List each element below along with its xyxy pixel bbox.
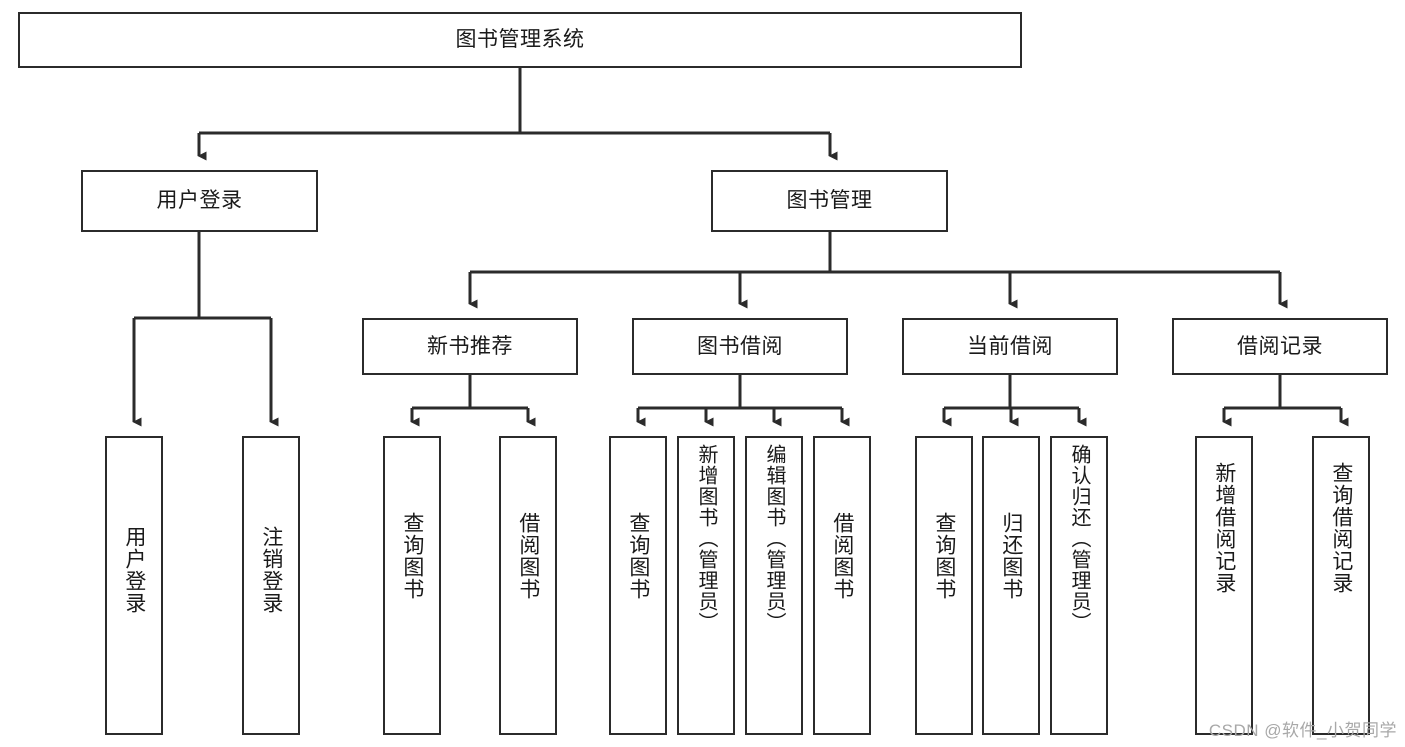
leaf-user-login-logout[interactable]: 注销登录 xyxy=(242,436,300,735)
node-label: 借阅记录 xyxy=(1237,334,1323,358)
node-label: 查询图书 xyxy=(400,512,424,600)
leaf-current-borrow-return[interactable]: 归还图书 xyxy=(982,436,1040,735)
node-book-management[interactable]: 图书管理 xyxy=(711,170,948,232)
node-current-borrow[interactable]: 当前借阅 xyxy=(902,318,1118,375)
node-label: 图书管理系统 xyxy=(455,28,585,52)
node-label: 用户登录 xyxy=(156,189,243,213)
node-label: 新增借阅记录 xyxy=(1212,462,1236,594)
leaf-book-borrow-query[interactable]: 查询图书 xyxy=(609,436,667,735)
node-label: 用户登录 xyxy=(122,526,146,614)
leaf-book-borrow-borrow[interactable]: 借阅图书 xyxy=(813,436,871,735)
leaf-current-borrow-query[interactable]: 查询图书 xyxy=(915,436,973,735)
node-label: 编辑图书（管理员） xyxy=(763,444,785,633)
node-label: 借阅图书 xyxy=(516,512,540,600)
node-book-borrow[interactable]: 图书借阅 xyxy=(632,318,848,375)
node-label: 当前借阅 xyxy=(967,334,1053,358)
node-label: 新书推荐 xyxy=(427,334,513,358)
leaf-current-borrow-confirm[interactable]: 确认归还（管理员） xyxy=(1050,436,1108,735)
leaf-user-login-login[interactable]: 用户登录 xyxy=(105,436,163,735)
node-label: 注销登录 xyxy=(259,526,283,614)
node-label: 确认归还（管理员） xyxy=(1068,444,1090,633)
node-label: 查询借阅记录 xyxy=(1329,462,1353,594)
leaf-new-book-query[interactable]: 查询图书 xyxy=(383,436,441,735)
node-new-book-recommend[interactable]: 新书推荐 xyxy=(362,318,578,375)
leaf-borrow-record-add[interactable]: 新增借阅记录 xyxy=(1195,436,1253,735)
node-label: 归还图书 xyxy=(999,512,1023,600)
node-label: 新增图书（管理员） xyxy=(695,444,717,633)
leaf-new-book-borrow[interactable]: 借阅图书 xyxy=(499,436,557,735)
leaf-borrow-record-query[interactable]: 查询借阅记录 xyxy=(1312,436,1370,735)
node-borrow-record[interactable]: 借阅记录 xyxy=(1172,318,1388,375)
node-label: 图书借阅 xyxy=(697,334,783,358)
node-root-system[interactable]: 图书管理系统 xyxy=(18,12,1022,68)
node-label: 查询图书 xyxy=(932,512,956,600)
node-user-login[interactable]: 用户登录 xyxy=(81,170,318,232)
leaf-book-borrow-add[interactable]: 新增图书（管理员） xyxy=(677,436,735,735)
node-label: 借阅图书 xyxy=(830,512,854,600)
node-label: 图书管理 xyxy=(786,189,873,213)
node-label: 查询图书 xyxy=(626,512,650,600)
leaf-book-borrow-edit[interactable]: 编辑图书（管理员） xyxy=(745,436,803,735)
